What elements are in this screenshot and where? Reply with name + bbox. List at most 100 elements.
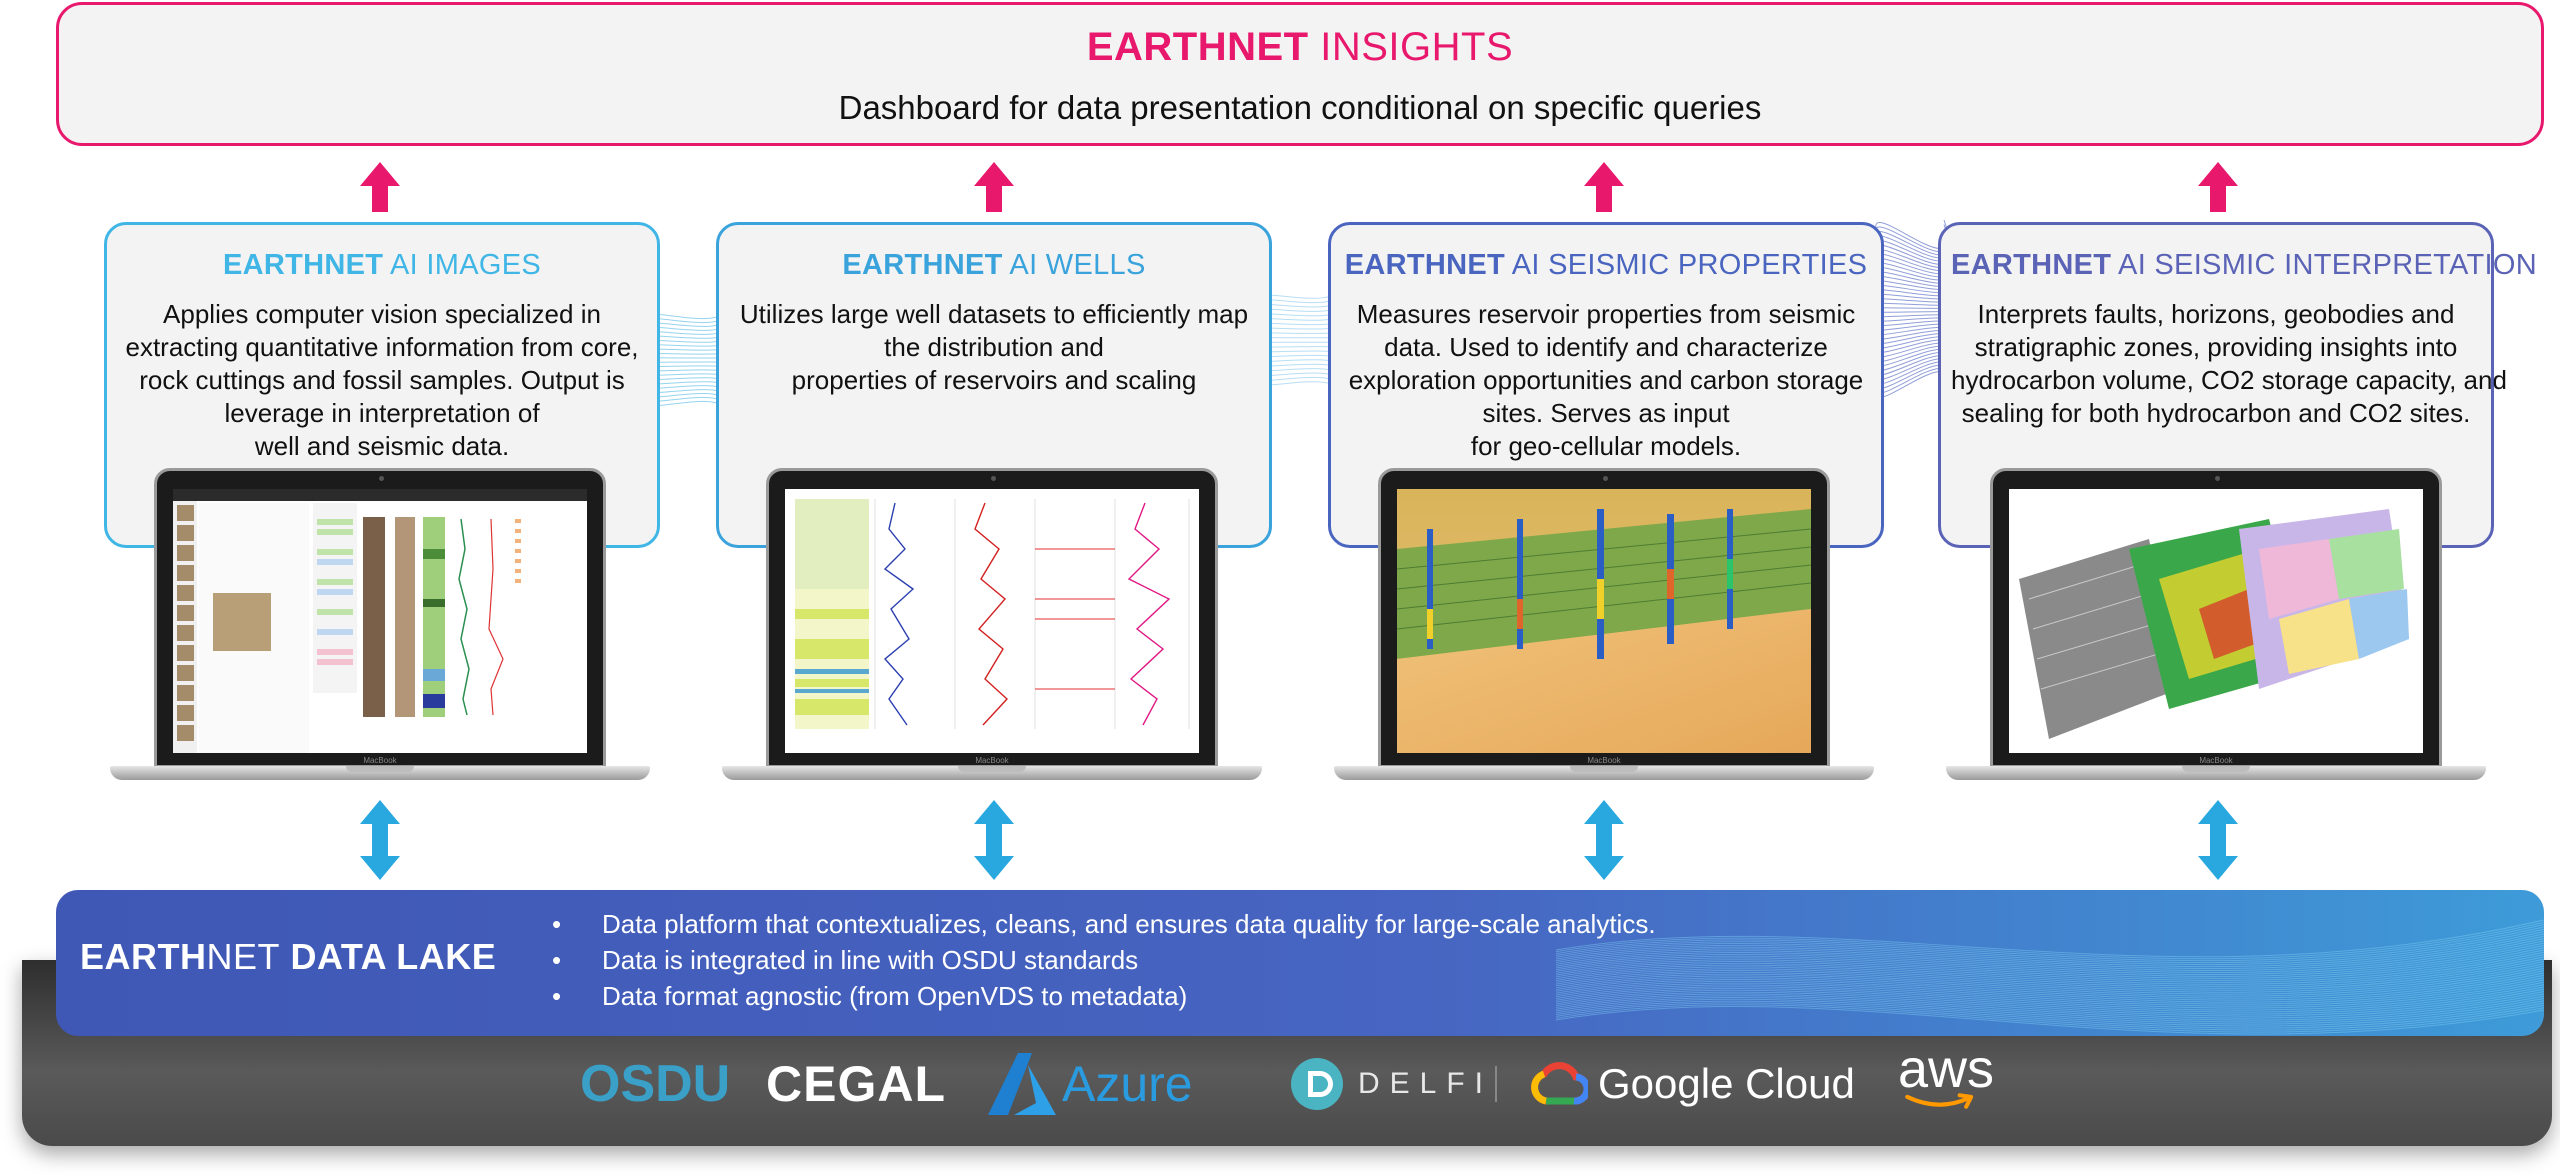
module-title-suffix: AI WELLS [1002,249,1146,281]
lake-wave-line [1555,944,2544,979]
laptop-base [110,766,650,780]
laptop-brand-label: MacBook [363,756,397,765]
lake-wave-line [1555,965,2544,997]
lake-wave-line [1555,981,2544,1011]
insights-title: EARTHNET INSIGHTS [59,25,2541,70]
azure-logo-text: Azure [1062,1056,1193,1112]
lake-wave-line [1555,940,2544,975]
lake-wave-line [1555,924,2544,962]
bidirectional-arrow-icon [974,800,1014,880]
data-lake-bullets: Data platform that contextualizes, clean… [552,906,1656,1014]
laptop-ai-images: MacBook [110,468,650,788]
data-lake-title-part: EARTH [80,936,207,977]
cegal-logo: CEGAL [766,1052,946,1116]
google-cloud-icon [1531,1062,1588,1105]
aws-smile-icon [1905,1093,1974,1109]
lake-wave-line [1555,937,2544,973]
camera-icon [991,476,996,481]
google-cloud-logo: Google Cloud [1530,1052,1855,1116]
camera-icon [1603,476,1608,481]
module-title-suffix: AI IMAGES [383,249,541,281]
description-line: sites. Serves as input [1482,398,1730,428]
laptop-brand-label: MacBook [975,756,1009,765]
delfi-logo-text: DELFI [1358,1067,1494,1100]
module-description: Utilizes large well datasets to efficien… [729,298,1259,397]
laptop-lid [1990,468,2442,768]
seismic-property-volume [1397,489,1811,753]
description-line: data. Used to identify and characterize [1384,332,1828,362]
description-line: Interprets faults, horizons, geobodies a… [1977,299,2455,329]
module-title: EARTHNET AI SEISMIC INTERPRETATION [1951,249,2537,282]
insights-title-brand: EARTHNET [1086,25,1309,69]
lake-wave-line [1555,977,2544,1007]
module-title-brand: EARTHNET [1344,249,1506,281]
module-description: Interprets faults, horizons, geobodies a… [1951,298,2507,430]
laptop-brand-label: MacBook [1587,756,1621,765]
lake-wave-line [1555,919,2544,958]
laptop-screen-images-app [173,489,587,753]
laptop-ai-seismic-properties: MacBook [1334,468,1874,788]
lake-wave-line [1555,1006,2544,1035]
google-cloud-logo-text: Google Cloud [1598,1060,1855,1107]
laptop-ai-wells: MacBook [722,468,1262,788]
module-title-suffix: AI SEISMIC INTERPRETATION [2111,249,2537,281]
lake-wave-line [1555,921,2544,960]
lake-wave-line [1555,998,2544,1027]
description-line: leverage in interpretation of [224,398,540,428]
insights-subtitle: Dashboard for data presentation conditio… [838,89,1762,126]
lake-wave-line [1555,991,2544,1019]
description-line: for geo-cellular models. [1470,431,1742,461]
description-line: properties of reservoirs and scaling [791,365,1197,395]
aws-logo-text: aws [1898,1039,1995,1099]
insights-title-suffix: INSIGHTS [1308,25,1514,69]
lake-wave-line [1555,995,2544,1023]
lake-wave-line [1555,928,2544,966]
description-line: the distribution and [884,332,1104,362]
delfi-logo: DELFI [1290,1052,1498,1116]
description-line: Measures reservoir properties from seism… [1356,299,1856,329]
data-lake-wave-pattern [1555,919,2544,1035]
module-title: EARTHNET AI WELLS [729,249,1259,282]
aws-logo: aws [1898,1039,1995,1110]
lake-wave-line [1555,1002,2544,1031]
description-line: rock cuttings and fossil samples. Output… [139,365,625,395]
module-title-brand: EARTHNET [1951,249,2112,281]
data-lake-title-part: NET [206,936,280,977]
lake-wave-line [1555,974,2544,1005]
laptop-lid [154,468,606,768]
description-line: hydrocarbon volume, CO2 storage capacity… [1951,365,2507,395]
lake-wave-line [1555,1000,2544,1029]
module-description: Measures reservoir properties from seism… [1341,298,1871,463]
lake-wave-line [1555,1004,2544,1033]
description-line: Utilizes large well datasets to efficien… [739,299,1249,329]
laptop-base [722,766,1262,780]
data-lake-bullet: Data platform that contextualizes, clean… [552,906,1656,942]
up-arrow-icon [2198,162,2238,212]
description-line: stratigraphic zones, providing insights … [1974,332,2458,362]
lake-wave-line [1555,970,2544,1001]
delfi-divider [1495,1066,1498,1102]
bidirectional-arrow-icon [2198,800,2238,880]
delfi-icon [1291,1058,1343,1110]
lake-wave-line [1555,942,2544,977]
insights-banner: EARTHNET INSIGHTS Dashboard for data pre… [56,2,2544,146]
data-lake-title-part: DATA LAKE [280,936,497,977]
lake-wave-line [1555,954,2544,987]
data-lake-panel: EARTHNET DATA LAKE Data platform that co… [56,890,2544,1036]
laptop-base [1334,766,1874,780]
laptop-brand-label: MacBook [2199,756,2233,765]
laptop-ai-seismic-interpretation: MacBook [1946,468,2486,788]
data-lake-bullet: Data is integrated in line with OSDU sta… [552,942,1656,978]
lake-wave-line [1555,926,2544,964]
description-line: sealing for both hydrocarbon and CO2 sit… [1961,398,2471,428]
module-title: EARTHNET AI SEISMIC PROPERTIES [1341,249,1871,282]
lake-wave-line [1555,979,2544,1009]
laptop-lid [766,468,1218,768]
core-image-app-screenshot [173,489,587,753]
description-line: Applies computer vision specialized in [163,299,601,329]
module-title-brand: EARTHNET [222,249,384,281]
lake-wave-line [1555,933,2544,970]
laptop-screen-well-logs [785,489,1199,753]
lake-wave-line [1555,947,2544,981]
lake-wave-line [1555,935,2544,971]
